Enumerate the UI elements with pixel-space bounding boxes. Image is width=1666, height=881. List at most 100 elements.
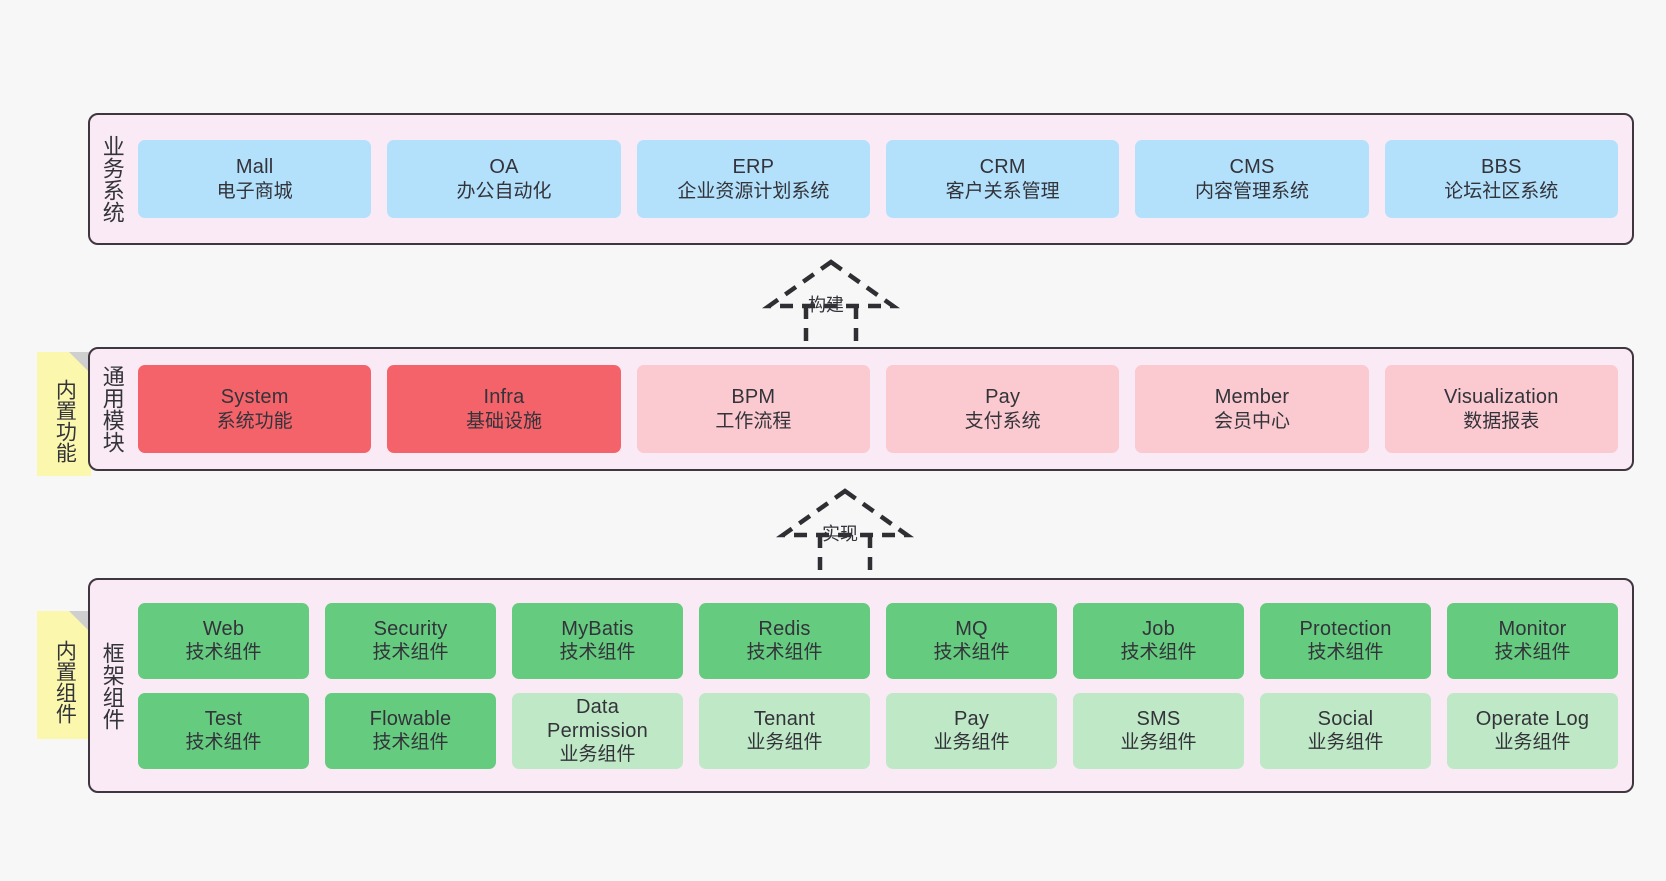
card-title: BBS — [1480, 156, 1522, 179]
card-mybatis[interactable]: MyBatis 技术组件 — [512, 602, 683, 679]
card-subtitle: 技术组件 — [185, 732, 262, 754]
card-title: Pay — [953, 707, 990, 730]
card-title: MQ — [955, 617, 988, 640]
card-title: Protection — [1299, 617, 1392, 640]
card-job[interactable]: Job 技术组件 — [1073, 602, 1244, 679]
card-subtitle: 业务组件 — [933, 732, 1010, 754]
card-erp[interactable]: ERP 企业资源计划系统 — [636, 140, 870, 218]
card-crm[interactable]: CRM 客户关系管理 — [885, 140, 1120, 218]
card-title: Visualization — [1444, 386, 1559, 409]
card-title: CMS — [1229, 156, 1275, 179]
card-security[interactable]: Security 技术组件 — [325, 602, 496, 679]
note-label: 内置功能 — [53, 379, 77, 463]
note-label: 内置组件 — [53, 640, 77, 724]
card-member[interactable]: Member 会员中心 — [1135, 365, 1369, 453]
card-row: Test 技术组件 Flowable 技术组件 Data Permission … — [138, 692, 1618, 769]
card-mall[interactable]: Mall 电子商城 — [138, 140, 372, 218]
card-subtitle: 内容管理系统 — [1194, 180, 1309, 202]
card-visualization[interactable]: Visualization 数据报表 — [1384, 365, 1618, 453]
card-subtitle: 业务组件 — [1120, 732, 1197, 754]
card-title: Security — [373, 617, 448, 640]
card-subtitle: 业务组件 — [1494, 732, 1571, 754]
card-subtitle: 办公自动化 — [456, 180, 552, 202]
card-title: Job — [1142, 617, 1175, 640]
folded-corner-icon — [69, 611, 91, 633]
card-mq[interactable]: MQ 技术组件 — [886, 602, 1057, 679]
card-protection[interactable]: Protection 技术组件 — [1260, 602, 1431, 679]
card-oa[interactable]: OA 办公自动化 — [387, 140, 621, 218]
card-title: Test — [204, 707, 243, 730]
card-title: CRM — [979, 156, 1026, 179]
card-sms[interactable]: SMS 业务组件 — [1073, 692, 1244, 769]
card-flowable[interactable]: Flowable 技术组件 — [325, 692, 496, 769]
folded-corner-icon — [69, 352, 91, 374]
card-data-permission[interactable]: Data Permission 业务组件 — [512, 692, 683, 769]
layer-label-common-modules: 通用模块 — [99, 365, 125, 453]
card-operate-log[interactable]: Operate Log 业务组件 — [1447, 692, 1618, 769]
card-title: Web — [202, 617, 245, 640]
card-social[interactable]: Social 业务组件 — [1260, 692, 1431, 769]
card-subtitle: 业务组件 — [559, 744, 636, 766]
card-title: Tenant — [753, 707, 816, 730]
card-subtitle: 支付系统 — [964, 410, 1041, 432]
connector-build: 构建 — [756, 258, 906, 346]
card-pay[interactable]: Pay 支付系统 — [885, 365, 1120, 453]
connector-implement-label: 实现 — [822, 524, 858, 544]
connector-implement: 实现 — [770, 487, 920, 575]
note-builtin-features: 内置功能 — [37, 352, 91, 476]
card-title: Data Permission — [547, 695, 648, 742]
card-subtitle: 工作流程 — [715, 410, 792, 432]
card-test[interactable]: Test 技术组件 — [138, 692, 309, 769]
card-subtitle: 论坛社区系统 — [1444, 180, 1559, 202]
card-title: Operate Log — [1475, 707, 1590, 730]
layer-framework-components: 框架组件 Web 技术组件 Security 技术组件 MyBatis 技术组件… — [88, 578, 1634, 793]
card-subtitle: 技术组件 — [1307, 642, 1384, 664]
card-bpm[interactable]: BPM 工作流程 — [636, 365, 870, 453]
card-subtitle: 数据报表 — [1463, 410, 1540, 432]
card-subtitle: 技术组件 — [746, 642, 823, 664]
card-subtitle: 技术组件 — [185, 642, 262, 664]
card-subtitle: 业务组件 — [746, 732, 823, 754]
layer-label-framework-components: 框架组件 — [99, 641, 125, 730]
card-row: System 系统功能 Infra 基础设施 BPM 工作流程 Pay 支付系统… — [138, 365, 1618, 453]
card-title: ERP — [732, 156, 775, 179]
card-subtitle: 技术组件 — [559, 642, 636, 664]
card-title: Flowable — [369, 707, 452, 730]
card-title: Infra — [483, 386, 525, 409]
card-bbs[interactable]: BBS 论坛社区系统 — [1384, 140, 1618, 218]
note-builtin-components: 内置组件 — [37, 611, 91, 739]
layer-common-modules: 通用模块 System 系统功能 Infra 基础设施 BPM 工作流程 Pay… — [88, 347, 1634, 471]
layer-body-business-systems: Mall 电子商城 OA 办公自动化 ERP 企业资源计划系统 CRM 客户关系… — [134, 115, 1632, 243]
card-tenant[interactable]: Tenant 业务组件 — [699, 692, 870, 769]
card-subtitle: 客户关系管理 — [945, 180, 1060, 202]
layer-body-common-modules: System 系统功能 Infra 基础设施 BPM 工作流程 Pay 支付系统… — [134, 349, 1632, 469]
card-title: Mall — [235, 156, 274, 179]
card-subtitle: 基础设施 — [465, 410, 542, 432]
card-title: Social — [1317, 707, 1374, 730]
card-monitor[interactable]: Monitor 技术组件 — [1447, 602, 1618, 679]
card-pay-business[interactable]: Pay 业务组件 — [886, 692, 1057, 769]
card-subtitle: 企业资源计划系统 — [677, 180, 830, 202]
card-title: Redis — [758, 617, 811, 640]
card-subtitle: 技术组件 — [372, 642, 449, 664]
card-system[interactable]: System 系统功能 — [138, 365, 372, 453]
layer-label-business-systems: 业务系统 — [99, 135, 125, 223]
card-infra[interactable]: Infra 基础设施 — [387, 365, 621, 453]
card-cms[interactable]: CMS 内容管理系统 — [1135, 140, 1369, 218]
card-title: Pay — [985, 386, 1021, 409]
card-subtitle: 技术组件 — [372, 732, 449, 754]
card-subtitle: 技术组件 — [933, 642, 1010, 664]
card-subtitle: 技术组件 — [1120, 642, 1197, 664]
card-title: Member — [1214, 386, 1290, 409]
card-subtitle: 系统功能 — [216, 410, 293, 432]
layer-body-framework-components: Web 技术组件 Security 技术组件 MyBatis 技术组件 Redi… — [134, 580, 1632, 791]
card-subtitle: 电子商城 — [216, 180, 293, 202]
card-title: OA — [489, 156, 519, 179]
card-web[interactable]: Web 技术组件 — [138, 602, 309, 679]
card-subtitle: 技术组件 — [1494, 642, 1571, 664]
connector-build-label: 构建 — [808, 295, 844, 315]
card-row: Mall 电子商城 OA 办公自动化 ERP 企业资源计划系统 CRM 客户关系… — [138, 140, 1618, 218]
card-redis[interactable]: Redis 技术组件 — [699, 602, 870, 679]
card-title: Monitor — [1498, 617, 1567, 640]
